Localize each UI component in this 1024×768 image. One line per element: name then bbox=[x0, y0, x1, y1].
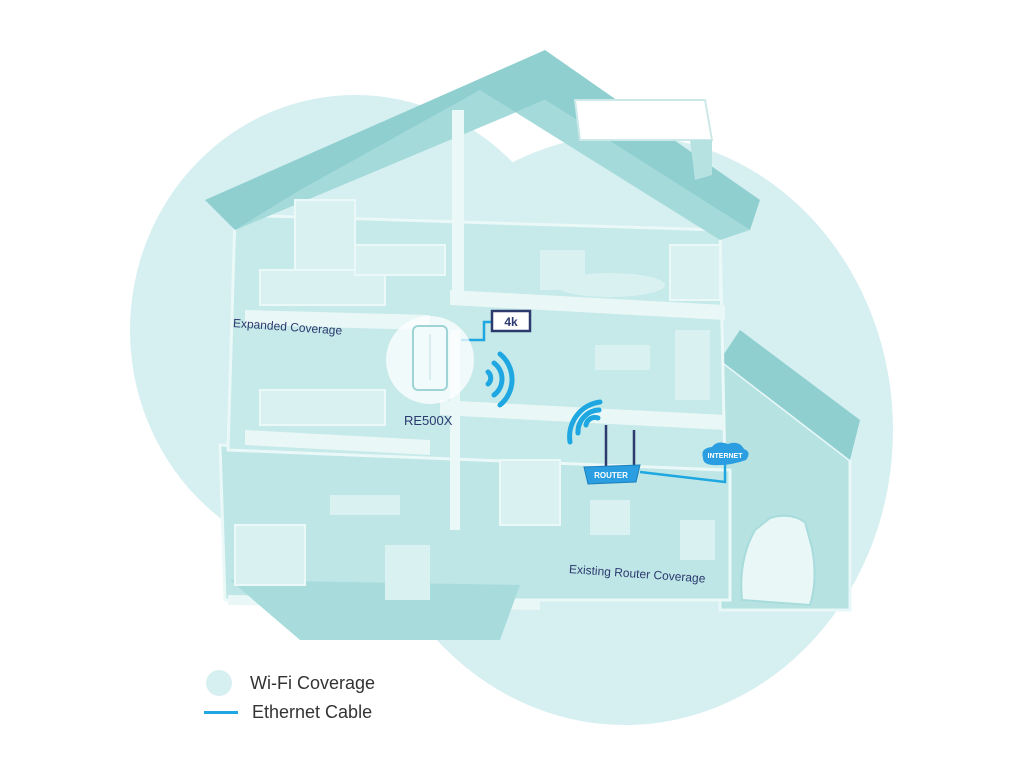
router-badge: ROUTER bbox=[594, 471, 628, 480]
legend-wifi-coverage: Wi-Fi Coverage bbox=[206, 670, 375, 696]
internet-cloud: INTERNET bbox=[702, 442, 749, 466]
legend-ethernet-label: Ethernet Cable bbox=[252, 702, 373, 722]
ethernet-cables bbox=[461, 320, 727, 484]
house bbox=[205, 50, 860, 640]
internet-badge: INTERNET bbox=[708, 453, 744, 460]
re500x-extender bbox=[386, 316, 474, 404]
router: ROUTER bbox=[583, 425, 641, 485]
legend-wifi-label: Wi-Fi Coverage bbox=[250, 672, 376, 693]
car bbox=[740, 514, 816, 607]
tv-badge: 4k bbox=[504, 315, 518, 329]
legend-ethernet-cable: Ethernet Cable bbox=[204, 702, 372, 723]
router-wifi-icon bbox=[567, 399, 603, 445]
ethernet-cable-swatch bbox=[204, 711, 238, 714]
tv: 4k bbox=[490, 309, 532, 333]
wifi-coverage-swatch bbox=[206, 670, 232, 696]
extender-wifi-icon bbox=[485, 351, 515, 408]
device-label: RE500X bbox=[404, 413, 453, 428]
